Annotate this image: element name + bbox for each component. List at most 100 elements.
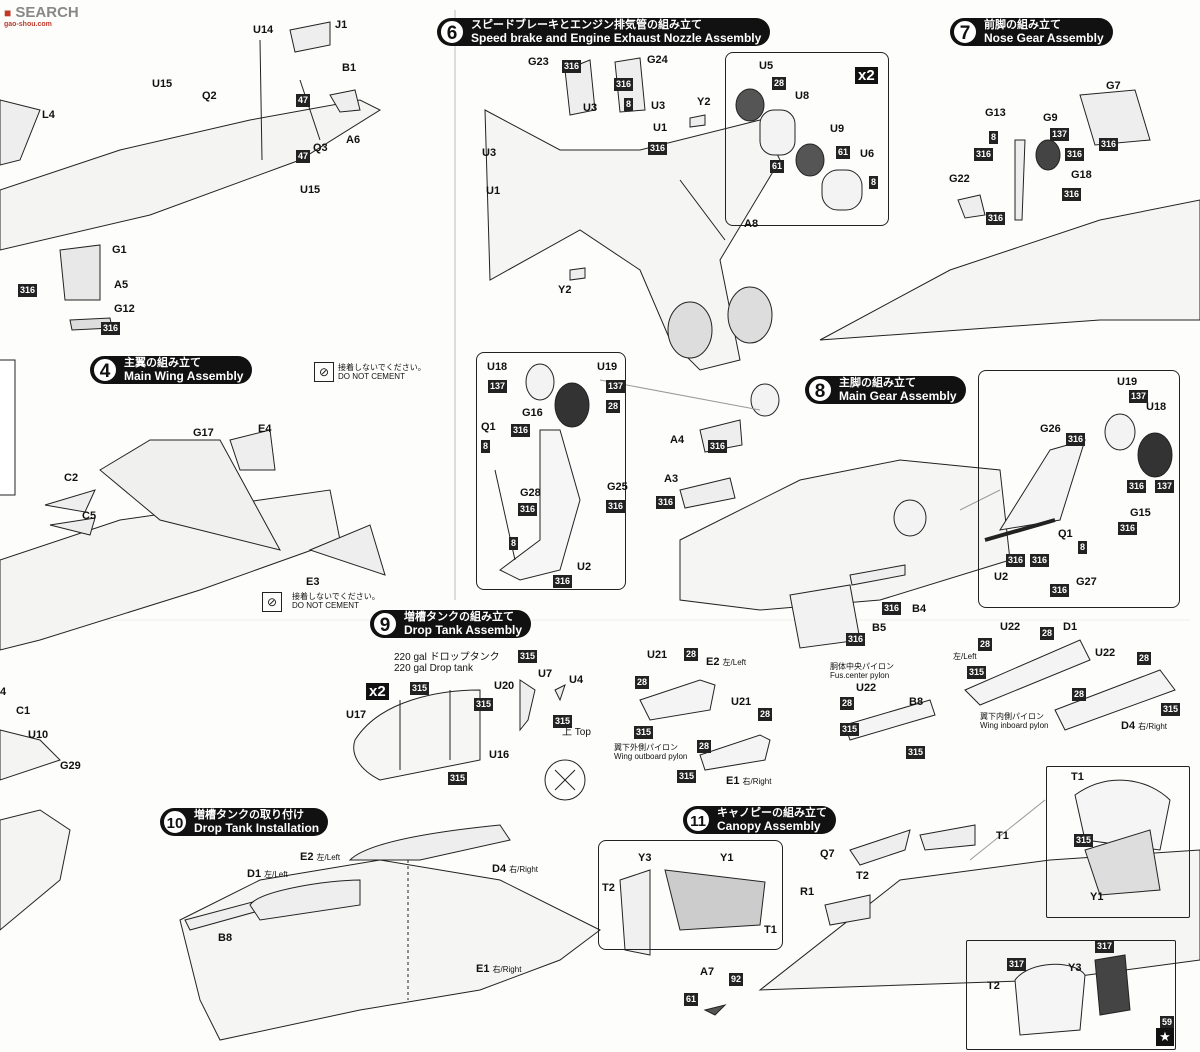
paint-code-316: 316 [1062, 188, 1082, 201]
watermark: ■ SEARCH gao-shou.com [4, 4, 79, 28]
part-Y2-b: Y2 [558, 284, 572, 296]
step-10-title-jp: 増槽タンクの取り付け [194, 809, 304, 821]
paint-code-316: 316 [846, 633, 866, 646]
part-B4: B4 [912, 603, 927, 615]
paint-code-28: 28 [758, 708, 773, 721]
drop-tank-en: 220 gal Drop tank [394, 663, 473, 674]
D1-install-side-label: 左/Left [264, 870, 288, 879]
part-Q1-right: Q1 [1058, 528, 1073, 540]
part-D4-id: D4 [1121, 720, 1136, 732]
drop-tank-note: 220 gal ドロップタンク 220 gal Drop tank [394, 652, 500, 674]
inboard-pylon-note: 翼下内側パイロン Wing inboard pylon [980, 712, 1048, 730]
part-U10: U10 [28, 729, 49, 741]
part-E1-install-id: E1 [476, 963, 490, 975]
step-10-number: 10 [162, 809, 188, 835]
part-E2-install: E2 左/Left [300, 851, 340, 863]
paint-code-316: 316 [1118, 522, 1138, 535]
step-6-inset [725, 52, 889, 226]
part-U4: U4 [569, 674, 584, 686]
part-U8: U8 [795, 90, 810, 102]
paint-code-137: 137 [1129, 390, 1149, 403]
paint-code-28: 28 [635, 676, 650, 689]
paint-code-315: 315 [518, 650, 538, 663]
part-U6: U6 [860, 148, 875, 160]
part-U14: U14 [253, 24, 274, 36]
step-8-title-jp: 主脚の組み立て [839, 377, 916, 389]
part-C2: C2 [64, 472, 79, 484]
part-U15: U15 [152, 78, 173, 90]
paint-code-315: 315 [448, 772, 468, 785]
step-9-banner: 9 増槽タンクの組み立て Drop Tank Assembly [370, 610, 532, 638]
paint-code-28: 28 [1072, 688, 1087, 701]
step-6-title-en: Speed brake and Engine Exhaust Nozzle As… [471, 31, 762, 45]
part-G9: G9 [1043, 112, 1058, 124]
step-6-title-jp: スピードブレーキとエンジン排気管の組み立て [471, 19, 702, 31]
paint-code-28: 28 [1040, 627, 1055, 640]
part-E1-install: E1 右/Right [476, 963, 521, 975]
no-cement-note-bottom: 接着しないでください。 DO NOT CEMENT [292, 592, 380, 610]
center-jp: 胴体中央パイロン [830, 662, 894, 671]
E1-install-side-label: 右/Right [492, 965, 522, 974]
part-U15-b: U15 [300, 184, 321, 196]
part-G23: G23 [528, 56, 549, 68]
paint-code-28: 28 [684, 648, 699, 661]
step-11-number: 11 [685, 807, 711, 833]
part-B8: B8 [909, 696, 924, 708]
step-10-title-en: Drop Tank Installation [194, 821, 320, 835]
paint-code-316: 316 [1127, 480, 1147, 493]
part-U7: U7 [538, 668, 553, 680]
paint-code-315: 315 [677, 770, 697, 783]
step-8-banner: 8 主脚の組み立て Main Gear Assembly [805, 376, 966, 404]
paint-code-315: 315 [906, 746, 926, 759]
part-T2: T2 [856, 870, 869, 882]
part-U18-right: U18 [1146, 401, 1167, 413]
part-C1: C1 [16, 705, 31, 717]
paint-code-61: 61 [770, 160, 785, 173]
part-G22: G22 [949, 173, 970, 185]
paint-code-316: 316 [656, 496, 676, 509]
step-4-number: 4 [92, 357, 118, 383]
no-cement-icon: ⊘ [314, 362, 334, 382]
part-U3-b: U3 [651, 100, 666, 112]
step-11-banner: 11 キャノピーの組み立て Canopy Assembly [683, 806, 836, 834]
paint-code-316: 316 [1099, 138, 1119, 151]
part-Q3: Q3 [313, 142, 328, 154]
part-Y3: Y3 [638, 852, 652, 864]
part-Q1: Q1 [481, 421, 496, 433]
step-7-title-en: Nose Gear Assembly [984, 31, 1104, 45]
paint-code-47: 47 [296, 94, 311, 107]
paint-code-61: 61 [684, 993, 699, 1006]
part-4: 4 [0, 686, 7, 698]
watermark-logo-icon: ■ [4, 6, 12, 20]
part-E1-id: E1 [726, 775, 740, 787]
paint-code-315: 315 [553, 715, 573, 728]
D1-side-label: 左/Left [953, 652, 977, 661]
part-T2-detail: T2 [987, 980, 1000, 992]
part-A4: A4 [670, 434, 685, 446]
paint-code-316: 316 [18, 284, 38, 297]
part-U21-b: U21 [731, 696, 752, 708]
paint-code-315: 315 [967, 666, 987, 679]
outboard-pylon-note: 翼下外側パイロン Wing outboard pylon [614, 743, 687, 761]
part-A5: A5 [114, 279, 129, 291]
no-cement-note-top: 接着しないでください。 DO NOT CEMENT [338, 363, 426, 381]
part-U21: U21 [647, 649, 668, 661]
step-9-title-en: Drop Tank Assembly [404, 623, 523, 637]
part-D1-install-id: D1 [247, 868, 262, 880]
step-8-title-en: Main Gear Assembly [839, 389, 957, 403]
part-G26: G26 [1040, 423, 1061, 435]
no-cement-en: DO NOT CEMENT [338, 372, 405, 381]
paint-code-28: 28 [1137, 652, 1152, 665]
step-11-windscreen-inset [598, 840, 783, 950]
paint-code-28: 28 [772, 77, 787, 90]
part-T1-detail: T1 [1071, 771, 1084, 783]
no-cement-jp-2: 接着しないでください。 [292, 592, 380, 601]
part-E2-install-id: E2 [300, 851, 314, 863]
paint-code-8: 8 [1078, 541, 1088, 554]
part-U3: U3 [583, 102, 598, 114]
paint-code-316: 316 [606, 500, 626, 513]
E2-install-side-label: 左/Left [316, 853, 341, 862]
paint-code-28: 28 [978, 638, 993, 651]
watermark-url: gao-shou.com [4, 21, 52, 28]
paint-code-316: 316 [1006, 554, 1026, 567]
